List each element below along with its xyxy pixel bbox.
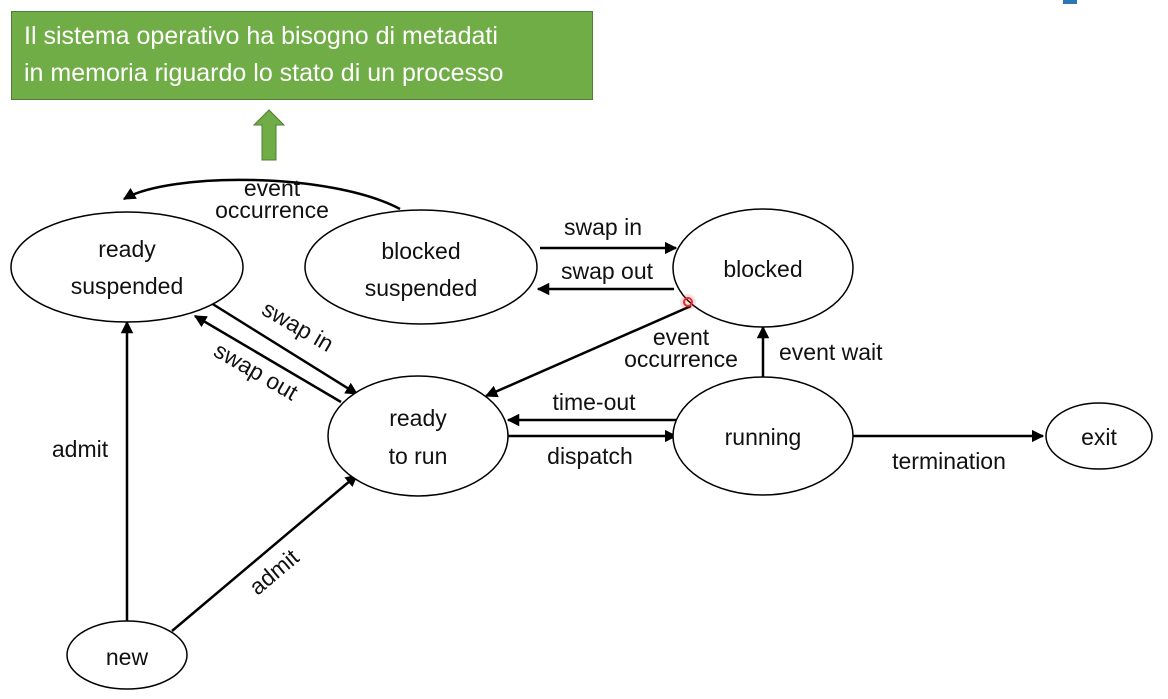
- label-event-occurrence-top-2: occurrence: [215, 197, 329, 223]
- state-label-blocked-suspended-1: blocked: [381, 238, 460, 264]
- info-callout: Il sistema operativo ha bisogno di metad…: [11, 11, 593, 100]
- edge-event-occurrence-mid: [484, 304, 692, 398]
- state-label-ready-suspended-1: ready: [98, 236, 156, 262]
- state-label-ready-to-run-1: ready: [389, 405, 447, 431]
- state-blocked: [672, 208, 854, 328]
- edge-event-occurrence-top: [122, 178, 401, 211]
- label-swap-out-top: swap out: [561, 258, 654, 284]
- state-label-blocked: blocked: [723, 256, 802, 282]
- callout-line-2: in memoria riguardo lo stato di un proce…: [24, 59, 504, 87]
- label-event-occurrence-top-1: event: [244, 175, 301, 201]
- state-label-blocked-suspended-2: suspended: [365, 275, 478, 301]
- state-ready-to-run: [327, 375, 509, 497]
- label-event-occurrence-mid-2: occurrence: [624, 346, 738, 372]
- state-label-new: new: [106, 644, 149, 670]
- edge-admit-diag: [171, 474, 358, 632]
- pointer-marker-icon: [683, 297, 693, 307]
- state-label-ready-to-run-2: to run: [389, 443, 448, 469]
- edge-swap-in-diag: [210, 301, 359, 396]
- state-new: [66, 620, 188, 690]
- label-dispatch: dispatch: [547, 443, 633, 469]
- label-admit-diag: admit: [244, 543, 304, 599]
- label-swap-in-top: swap in: [564, 214, 642, 240]
- state-ready-suspended: [10, 211, 244, 323]
- state-exit: [1045, 402, 1153, 470]
- state-label-exit: exit: [1081, 424, 1117, 450]
- label-event-wait: event wait: [779, 339, 883, 365]
- label-time-out: time-out: [552, 389, 636, 415]
- corner-accent: [1063, 0, 1077, 4]
- pointer-glow-icon: [680, 294, 696, 310]
- state-running: [672, 376, 854, 496]
- label-termination: termination: [892, 448, 1006, 474]
- state-label-running: running: [725, 424, 802, 450]
- label-event-occurrence-mid-1: event: [653, 324, 710, 350]
- state-label-ready-suspended-2: suspended: [71, 273, 184, 299]
- label-admit-vertical: admit: [52, 436, 109, 462]
- edge-swap-out-diag: [193, 314, 342, 404]
- up-arrow-icon: [252, 109, 286, 161]
- callout-line-1: Il sistema operativo ha bisogno di metad…: [24, 22, 498, 50]
- label-swap-in-diag: swap in: [258, 295, 339, 357]
- state-blocked-suspended: [304, 209, 538, 325]
